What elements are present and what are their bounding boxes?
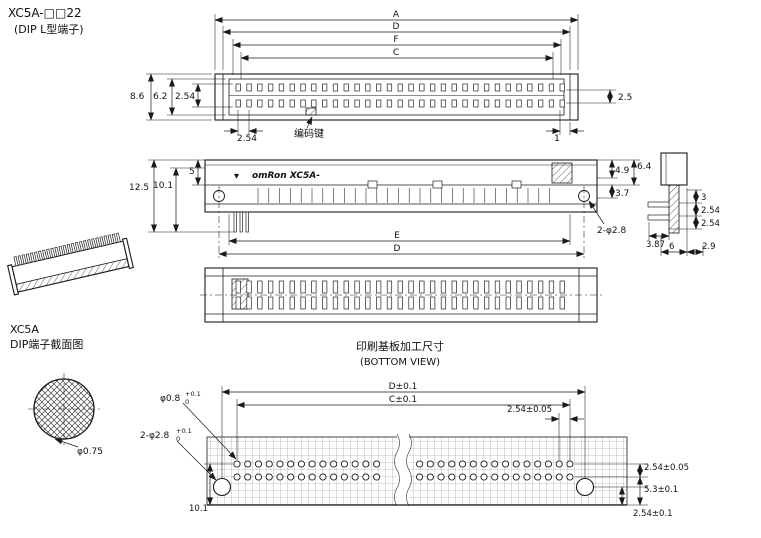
section-view: XC5A DIP端子截面图 φ0.75: [10, 323, 103, 457]
dim-2-54a-label: 2.54: [701, 206, 720, 216]
pcb-big-hole-label: 2-φ2.8: [140, 431, 169, 441]
side-view-body: [660, 152, 688, 186]
coding-key-label: 编码键: [294, 127, 324, 140]
dim-d2-label: D: [394, 244, 401, 254]
pcb-dim-row-pitch-label: 2.54±0.05: [644, 463, 689, 473]
top-view-pins: [235, 83, 565, 108]
pcb-big-hole-tol-plus: +0.1: [176, 427, 192, 435]
centerlines: [218, 186, 585, 258]
pcb-title: 印刷基板加工尺寸: [356, 339, 444, 353]
dim-4-9-label: 4.9: [615, 166, 630, 176]
dim-6-2-label: 6.2: [153, 92, 167, 102]
dim-6-label: 6: [669, 242, 674, 252]
dim-row-pitch-label: 2.54: [175, 92, 195, 102]
dim-2-9-label: 2.9: [702, 242, 716, 252]
top-view: A D F C 8.6 6.2 2.54 2.54 编码键 1 2.5: [130, 10, 632, 144]
coding-key-slot: [305, 107, 317, 116]
polarization-tab-3: [511, 180, 522, 189]
dim-2-5-label: 2.5: [618, 93, 632, 103]
dim-5-label: 5: [189, 167, 195, 177]
section-title-1: XC5A: [10, 323, 39, 336]
pcb-dim-bottom-label: 2.54±0.1: [633, 509, 673, 519]
polarization-tab-1: [367, 180, 378, 189]
pcb-small-hole-tol-minus: 0: [185, 398, 189, 406]
dim-pitch-label: 2.54: [237, 134, 257, 144]
side-view-pin-1: [647, 201, 670, 208]
dim-10-1-label: 10.1: [153, 181, 173, 191]
pcb-board: [206, 436, 628, 506]
header: XC5A-□□22 (DIP L型端子): [8, 6, 84, 36]
dim-d-label: D: [393, 22, 400, 32]
pcb-dim-d-label: D±0.1: [389, 382, 418, 392]
dim-c-label: C: [393, 48, 399, 58]
front-view-pins: [233, 211, 249, 233]
rear-view: [200, 267, 602, 323]
dim-6-4-label: 6.4: [637, 162, 652, 172]
top-view-body-outline: [214, 73, 579, 121]
dim-f-label: F: [393, 35, 398, 45]
iso-end-left: [7, 264, 19, 296]
pcb-dim-pitch-label: 2.54±0.05: [507, 405, 552, 415]
pcb-dim-c-label: C±0.1: [389, 395, 417, 405]
polarity-mark: ▼: [234, 172, 239, 180]
pcb-break-right: [406, 433, 412, 507]
side-view-bracket: [668, 184, 680, 234]
dim-a-label: A: [393, 10, 400, 20]
dim-3-87-label: 3.87: [646, 240, 665, 250]
iso-view: [7, 232, 134, 296]
mount-hole-callout: 2-φ2.8: [597, 226, 626, 236]
side-view: 3 2.54 2.54 3.87 6 2.9: [646, 152, 720, 252]
front-view-body-outline: [204, 159, 598, 213]
iso-end-right: [121, 237, 134, 270]
pcb-small-hole-tol-plus: +0.1: [185, 390, 201, 398]
pcb-dim-edge-label: 5.3±0.1: [644, 485, 678, 495]
pcb-break-gap: [397, 433, 409, 509]
pcb-subtitle: (BOTTOM VIEW): [360, 357, 440, 368]
dim-end-label: 1: [554, 134, 560, 144]
page-subtitle: (DIP L型端子): [14, 22, 84, 36]
rear-view-pins: [235, 280, 565, 310]
dimension-lines: [54, 17, 704, 506]
polarization-tab-2: [432, 180, 443, 189]
pcb-pin-holes: [233, 460, 574, 481]
pcb-dim-left-label: 10.1: [189, 504, 208, 514]
iso-contact-teeth: [13, 232, 121, 267]
page-title: XC5A-□□22: [8, 6, 82, 20]
pcb-view: 印刷基板加工尺寸 (BOTTOM VIEW) D±0.1 C±0.1 2.54±…: [140, 339, 689, 519]
brand-marking: omRon XC5A-: [252, 171, 320, 181]
pcb-small-hole-label: φ0.8: [160, 394, 181, 404]
dim-8-6-label: 8.6: [130, 92, 145, 102]
front-view-contacts: [257, 188, 550, 203]
dim-2-54b-label: 2.54: [701, 219, 720, 229]
pcb-big-hole-tol-minus: 0: [176, 435, 180, 443]
top-view-inner-outline: [228, 78, 565, 116]
dim-3-7-label: 3.7: [615, 189, 629, 199]
front-view: ▼ omRon XC5A- 12.5 10.1 5 4.9 6.4 3.7 2-…: [129, 159, 652, 254]
pcb-break-left: [394, 433, 400, 507]
dim-3-label: 3: [701, 193, 706, 203]
side-view-pin-2: [647, 214, 670, 221]
dim-0-75-label: φ0.75: [77, 447, 103, 457]
section-title-2: DIP端子截面图: [10, 337, 83, 351]
dim-12-5-label: 12.5: [129, 183, 149, 193]
pcb-mount-hole-right: [575, 477, 595, 497]
coding-key-front: [551, 162, 573, 184]
dim-e-label: E: [394, 231, 400, 241]
pcb-mount-hole-left: [212, 477, 232, 497]
